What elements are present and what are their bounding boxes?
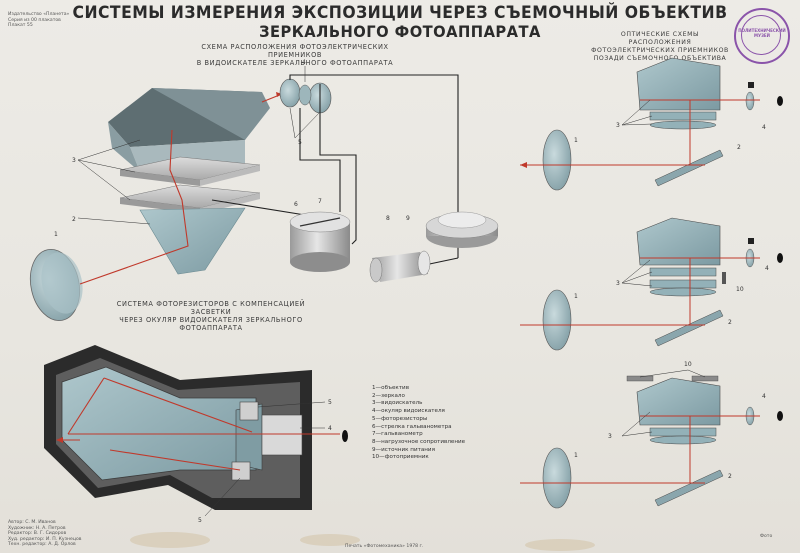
label-5-lower-a: 5	[328, 399, 332, 406]
label-3-upper: 3	[72, 157, 76, 164]
label-10-right-c: 10	[684, 361, 692, 368]
label-2-right-b: 2	[728, 319, 732, 326]
objective-lens-1	[29, 249, 83, 321]
footer-line: Автор: С. М. Иванов	[8, 520, 56, 525]
caption-right: ОПТИЧЕСКИЕ СХЕМЫ РАСПОЛОЖЕНИЯ ФОТОЭЛЕКТР…	[590, 31, 730, 63]
footer-line: Техн. редактор: А. Д. Орлов	[8, 542, 76, 548]
focusing-screen-plates	[119, 156, 261, 214]
label-9-upper: 9	[406, 215, 410, 222]
leader-lines-right	[621, 99, 706, 437]
footer-line: Редактор: В. Г. Сидоров	[8, 531, 67, 537]
optical-scheme-a	[520, 57, 783, 191]
load-resistor	[369, 250, 431, 283]
footer-right: Фото	[760, 534, 773, 539]
stamp-inner-ring	[741, 15, 781, 55]
optical-scheme-c	[520, 375, 783, 509]
label-1-right-c: 1	[574, 452, 578, 459]
ray-arrowhead	[276, 92, 282, 97]
flow-arrows	[56, 162, 548, 484]
galvanometer	[289, 211, 351, 272]
electrical-wiring	[211, 74, 459, 267]
caption-line: СХЕМА РАСПОЛОЖЕНИЯ ФОТОЭЛЕКТРИЧЕСКИХ ПРИ…	[201, 43, 389, 59]
publisher-line: Серия из 00 плакатов	[8, 17, 61, 23]
caption-line: ОПТИЧЕСКИЕ СХЕМЫ РАСПОЛОЖЕНИЯ	[620, 31, 700, 46]
label-7-upper: 7	[318, 198, 322, 205]
museum-stamp: ПОЛИТЕХНИЧЕСКИЙ МУЗЕЙ	[734, 8, 790, 64]
eyepiece-photoresistors	[279, 78, 332, 114]
label-10-right-b: 10	[736, 286, 744, 293]
caption-bottom: СИСТЕМА ФОТОРЕЗИСТОРОВ С КОМПЕНСАЦИЕЙ ЗА…	[96, 300, 326, 332]
light-ray-lower	[67, 377, 340, 471]
optical-scheme-b	[520, 217, 783, 351]
label-2-right-c: 2	[728, 473, 732, 480]
label-8-upper: 8	[386, 215, 390, 222]
label-5-lower-b: 5	[198, 517, 202, 524]
publisher-line: Издательство «Планета»	[8, 12, 70, 17]
caption-line: ФОТОЭЛЕКТРИЧЕСКИХ ПРИЕМНИКОВ	[591, 47, 729, 54]
legend-item: 4—окуляр видоискателя	[372, 408, 445, 415]
publisher-info: Издательство «Планета» Серия из 00 плака…	[8, 12, 69, 29]
legend-item: 8—нагрузочное сопротивление	[372, 438, 466, 445]
footer-printer: Печать «Фотомеханика» 1978 г.	[345, 544, 424, 549]
label-1-upper: 1	[54, 231, 58, 238]
label-4-upper: 4	[302, 59, 306, 66]
legend-item: 1—объектив	[372, 385, 409, 391]
pentaprism-block	[108, 88, 270, 172]
label-2-upper: 2	[72, 216, 76, 223]
reflex-mirror	[139, 207, 246, 275]
legend-item: 5—фоторезисторы	[372, 415, 428, 422]
label-4-right-b: 4	[765, 265, 769, 272]
leader-lines-upper	[77, 66, 321, 225]
label-3-right-c: 3	[608, 433, 612, 440]
leader-lines-lower	[204, 401, 326, 517]
label-4-lower: 4	[328, 425, 332, 432]
legend-list: 1—объектив 2—зеркало 3—видоискатель 4—ок…	[372, 385, 465, 462]
legend-item: 10—фотоприемник	[372, 454, 429, 461]
poster-title-line1: СИСТЕМЫ ИЗМЕРЕНИЯ ЭКСПОЗИЦИИ ЧЕРЕЗ СЪЕМО…	[72, 3, 728, 23]
poster-title-line2: ЗЕРКАЛЬНОГО ФОТОАППАРАТА	[259, 22, 541, 41]
footer-credits: Автор: С. М. Иванов Художник: Н. А. Петр…	[8, 520, 82, 548]
caption-line: В ВИДОИСКАТЕЛЕ ЗЕРКАЛЬНОГО ФОТОАППАРАТА	[196, 59, 394, 67]
label-2-right-a: 2	[737, 144, 741, 151]
legend-item: 6—стрелка гальванометра	[372, 423, 452, 430]
label-3-right-b: 3	[616, 280, 620, 287]
paper-stains	[130, 532, 595, 551]
stamp-text: ПОЛИТЕХНИЧЕСКИЙ МУЗЕЙ	[738, 28, 786, 38]
label-1-right-a: 1	[574, 137, 578, 144]
legend-item: 9—источник питания	[372, 446, 435, 453]
label-4-right-c: 4	[762, 393, 766, 400]
caption-line: ПОЗАДИ СЪЕМОЧНОГО ОБЪЕКТИВА	[593, 55, 727, 62]
power-source	[425, 211, 499, 248]
viewfinder-cross-section	[44, 345, 348, 510]
label-1-right-b: 1	[574, 293, 578, 300]
legend-item: 7—гальванометр	[372, 431, 423, 438]
label-4-right-a: 4	[762, 124, 766, 131]
label-5-upper: 5	[298, 139, 302, 146]
caption-line: ЧЕРЕЗ ОКУЛЯР ВИДОИСКАТЕЛЯ ЗЕРКАЛЬНОГО ФО…	[119, 316, 303, 332]
publisher-line: Плакат 55	[8, 23, 33, 29]
caption-scheme-top: СХЕМА РАСПОЛОЖЕНИЯ ФОТОЭЛЕКТРИЧЕСКИХ ПРИ…	[195, 43, 395, 67]
caption-line: СИСТЕМА ФОТОРЕЗИСТОРОВ С КОМПЕНСАЦИЕЙ ЗА…	[116, 300, 306, 316]
legend-item: 2—зеркало	[372, 392, 405, 399]
legend-item: 3—видоискатель	[372, 400, 423, 407]
label-6-upper: 6	[294, 201, 298, 208]
footer-line: Худ. редактор: И. П. Кузнецов	[8, 536, 82, 542]
label-3-right-a: 3	[616, 122, 620, 129]
footer-line: Художник: Н. А. Петров	[8, 525, 66, 531]
